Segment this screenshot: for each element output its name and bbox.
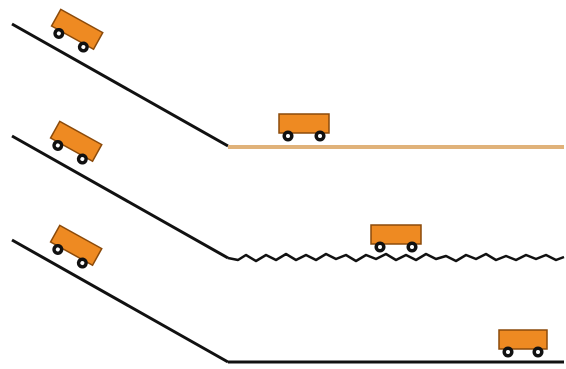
cart-stopped	[498, 329, 548, 358]
cart-on-ramp	[50, 8, 104, 53]
cart-stopped	[278, 113, 330, 142]
ramp-line	[11, 22, 229, 148]
cart-body	[49, 224, 103, 267]
cart-body	[498, 329, 548, 350]
cart-stopped	[370, 224, 422, 253]
cart-body	[50, 8, 104, 51]
panel-row-2	[11, 120, 565, 263]
cart-body	[278, 113, 330, 134]
panel-row-1	[11, 8, 564, 149]
surface-rough	[227, 252, 565, 263]
cart-on-ramp	[49, 224, 103, 269]
cart-body	[49, 120, 103, 163]
cart-on-ramp	[49, 120, 103, 165]
cart-body	[370, 224, 422, 245]
ramp-line	[11, 238, 229, 364]
ramp-line	[11, 134, 229, 260]
panel-row-3	[11, 224, 564, 364]
